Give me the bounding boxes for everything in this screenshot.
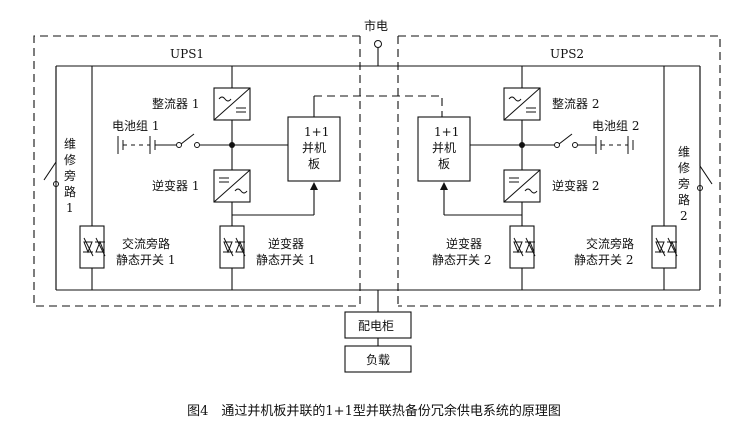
inverter-2 [503, 169, 541, 203]
svg-text:交流旁路: 交流旁路 [586, 236, 634, 251]
figure-caption: 图4 通过并机板并联的1+1型并联热备份冗余供电系统的原理图 [187, 403, 561, 419]
signal-arrow-2 [440, 182, 448, 190]
distribution-label: 配电柜 [358, 319, 394, 333]
rectifier-1-label: 整流器 1 [152, 96, 199, 111]
ups2-title: UPS2 [550, 47, 584, 61]
inverter-static-switch-1 [219, 225, 246, 269]
svg-text:路: 路 [678, 192, 690, 207]
ups1-title: UPS1 [170, 47, 204, 61]
ups1-boundary [33, 35, 360, 307]
rectifier-2 [503, 87, 541, 121]
svg-text:逆变器: 逆变器 [446, 236, 482, 251]
svg-text:1+1: 1+1 [304, 125, 329, 139]
maintenance-bypass-2 [697, 66, 713, 290]
load-label: 负载 [366, 353, 390, 367]
inverter-1-label: 逆变器 1 [152, 178, 199, 193]
mains-terminal [374, 40, 382, 48]
ac-bypass-static-switch-2 [651, 225, 678, 269]
svg-text:静态开关 1: 静态开关 1 [116, 253, 175, 267]
svg-text:修: 修 [64, 152, 76, 167]
svg-text:旁: 旁 [64, 168, 76, 183]
svg-text:机: 机 [444, 141, 456, 155]
battery-group-2 [522, 133, 634, 154]
parallel-board-1: 1+1 并机 板 [287, 116, 341, 182]
ac-switch-1-label: 交流旁路 静态开关 1 [116, 236, 175, 267]
ac-bypass-static-switch-1 [79, 225, 106, 269]
rectifier-1 [213, 87, 251, 121]
inverter-static-switch-2 [509, 225, 536, 269]
parallel-board-2: 1+1 并 机 板 [417, 116, 471, 182]
bypass-2-label: 维 修 旁 路 2 [678, 145, 690, 223]
svg-text:维: 维 [678, 145, 690, 159]
load-box: 负载 [344, 345, 412, 373]
distribution-cabinet: 配电柜 [344, 311, 412, 339]
rectifier-2-label: 整流器 2 [552, 96, 599, 111]
bypass-1-label: 维 修 旁 路 1 [64, 137, 76, 215]
svg-text:静态开关 1: 静态开关 1 [256, 253, 315, 267]
parallel-comm-link [314, 95, 443, 117]
battery-1-label: 电池组 1 [112, 119, 159, 133]
svg-text:并: 并 [432, 141, 444, 155]
battery-2-label: 电池组 2 [592, 119, 639, 133]
svg-text:板: 板 [438, 157, 450, 171]
inverter-1 [213, 169, 251, 203]
inv-switch-1-label: 逆变器 静态开关 1 [256, 236, 315, 267]
svg-text:板: 板 [308, 157, 320, 171]
maintenance-bypass-1 [43, 66, 59, 290]
mains-label: 市电 [364, 18, 388, 33]
svg-text:交流旁路: 交流旁路 [122, 236, 170, 251]
signal-arrow-1 [310, 182, 318, 190]
svg-text:修: 修 [678, 160, 690, 175]
svg-text:1: 1 [66, 201, 74, 215]
svg-text:并机: 并机 [302, 141, 326, 155]
battery-group-1 [117, 133, 232, 154]
inv-switch-2-label: 逆变器 静态开关 2 [432, 236, 491, 267]
svg-text:2: 2 [680, 209, 688, 223]
svg-text:维: 维 [64, 137, 76, 151]
ups2-boundary [398, 35, 721, 307]
svg-text:静态开关 2: 静态开关 2 [574, 253, 633, 267]
svg-text:1+1: 1+1 [434, 125, 459, 139]
svg-text:旁: 旁 [678, 176, 690, 191]
svg-text:逆变器: 逆变器 [268, 236, 304, 251]
svg-text:静态开关 2: 静态开关 2 [432, 253, 491, 267]
inverter-2-label: 逆变器 2 [552, 178, 599, 193]
ac-switch-2-label: 交流旁路 静态开关 2 [574, 236, 634, 267]
svg-text:路: 路 [64, 184, 76, 199]
